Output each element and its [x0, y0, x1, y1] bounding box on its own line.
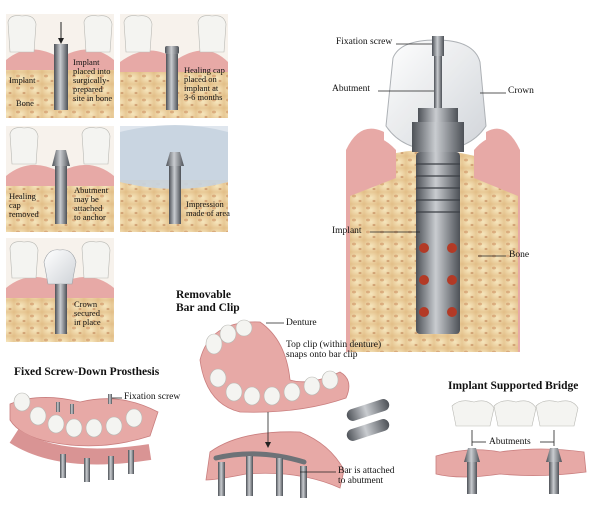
removable-title: Removable Bar and Clip	[176, 289, 240, 314]
healing-cap-removed-label: Healing cap removed	[9, 191, 39, 219]
crown-label: Crown	[508, 86, 534, 96]
fixation-screw-label: Fixation screw	[336, 37, 393, 47]
crown-secured-label: Crown secured in place	[74, 299, 101, 327]
bridge-title: Implant Supported Bridge	[448, 380, 579, 392]
step-panel-5	[6, 238, 114, 342]
top-clip-label: Top clip (within denture) snaps onto bar…	[286, 340, 382, 360]
implant-screw-icon	[54, 44, 68, 110]
tooth-icon	[43, 249, 77, 285]
main-bone-label: Bone	[509, 250, 530, 260]
step1-description: Implant placed into surgically- prepared…	[73, 57, 113, 103]
abutments-label: Abutments	[489, 437, 531, 447]
fixed-title: Fixed Screw-Down Prosthesis	[14, 366, 160, 378]
implant-bridge-diagram	[435, 400, 587, 494]
bone-label: Bone	[16, 98, 34, 108]
impression-label: Impression made of area	[186, 199, 230, 218]
removable-bar-clip-diagram	[199, 319, 390, 498]
bridge-icon	[451, 400, 579, 427]
fixed-prosthesis-diagram	[9, 392, 159, 482]
step-panel-2	[120, 14, 228, 118]
step-panel-1	[6, 14, 114, 118]
bar-clip-icon	[213, 451, 307, 465]
bar-attached-label: Bar is attached to abutment	[338, 466, 395, 486]
abutment-label: Abutment	[332, 84, 370, 94]
step-panel-3	[6, 126, 114, 232]
main-implant-diagram	[346, 36, 520, 352]
main-implant-label: Implant	[332, 226, 362, 236]
denture-label: Denture	[286, 318, 317, 328]
abutment-attached-label: Abutment may be attached to anchor	[74, 185, 108, 222]
fixed-fixation-screw-label: Fixation screw	[124, 392, 181, 402]
implant-label: Implant	[9, 75, 36, 85]
step-panel-4	[120, 125, 228, 232]
step2-description: Healing cap placed on implant at 3-6 mon…	[184, 65, 225, 102]
